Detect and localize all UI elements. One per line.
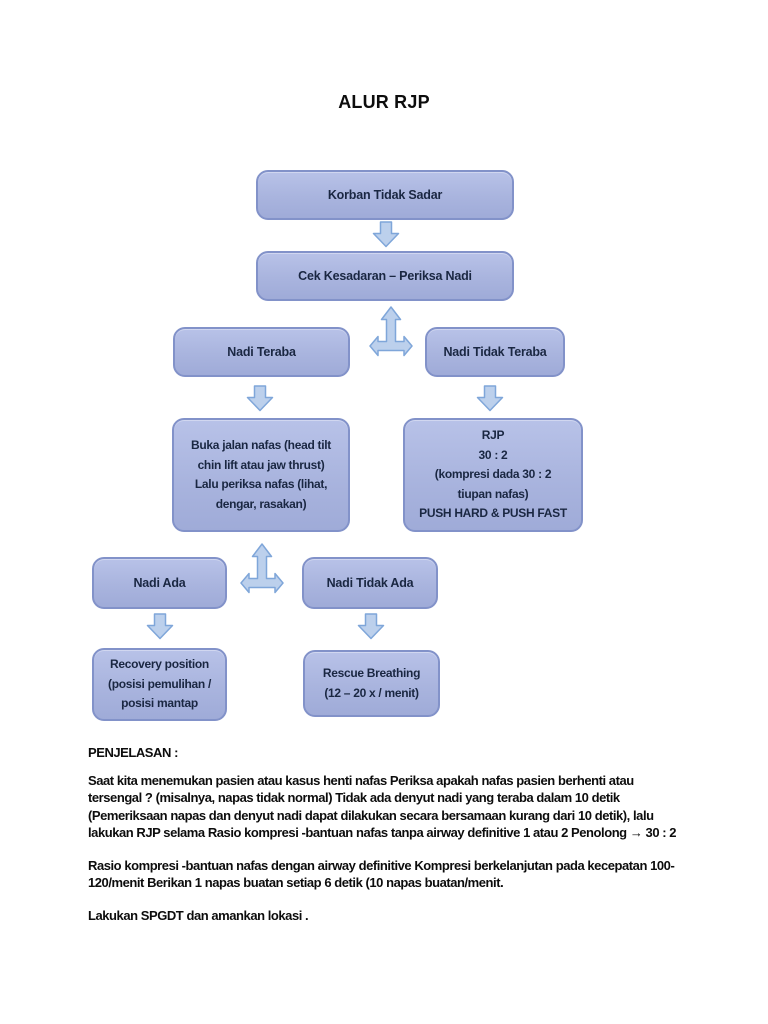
flow-node-buka-jalan-nafas: Buka jalan nafas (head tilt chin lift at… — [172, 418, 350, 532]
flow-node-recovery-position: Recovery position (posisi pemulihan / po… — [92, 648, 227, 721]
flow-node-nadi-tidak-teraba: Nadi Tidak Teraba — [425, 327, 565, 377]
flow-node-rescue-breathing: Rescue Breathing (12 – 20 x / menit) — [303, 650, 440, 717]
explanation-paragraph-2: Rasio kompresi -bantuan nafas dengan air… — [88, 857, 675, 891]
arrow-three-way-icon — [369, 306, 413, 361]
flow-node-nadi-ada: Nadi Ada — [92, 557, 227, 609]
explanation-section: PENJELASAN : Saat kita menemukan pasien … — [88, 744, 760, 939]
penjelasan-heading: PENJELASAN : — [88, 745, 178, 760]
flow-node-nadi-tidak-ada: Nadi Tidak Ada — [302, 557, 438, 609]
arrow-down-icon — [357, 613, 385, 640]
explanation-paragraph-3: Lakukan SPGDT dan amankan lokasi . — [88, 907, 309, 923]
explanation-paragraph-1: Saat kita menemukan pasien atau kasus he… — [88, 772, 677, 841]
page-title: ALUR RJP — [338, 92, 430, 112]
flow-node-korban-tidak-sadar: Korban Tidak Sadar — [256, 170, 514, 220]
flow-node-rjp-30-2: RJP 30 : 2 (kompresi dada 30 : 2 tiupan … — [403, 418, 583, 532]
flow-node-cek-kesadaran-periksa-nadi: Cek Kesadaran – Periksa Nadi — [256, 251, 514, 301]
arrow-down-icon — [146, 613, 174, 640]
arrow-down-icon — [372, 221, 400, 248]
arrow-down-icon — [246, 385, 274, 412]
flow-node-nadi-teraba: Nadi Teraba — [173, 327, 350, 377]
arrow-down-icon — [476, 385, 504, 412]
arrow-three-way-icon — [240, 543, 284, 598]
